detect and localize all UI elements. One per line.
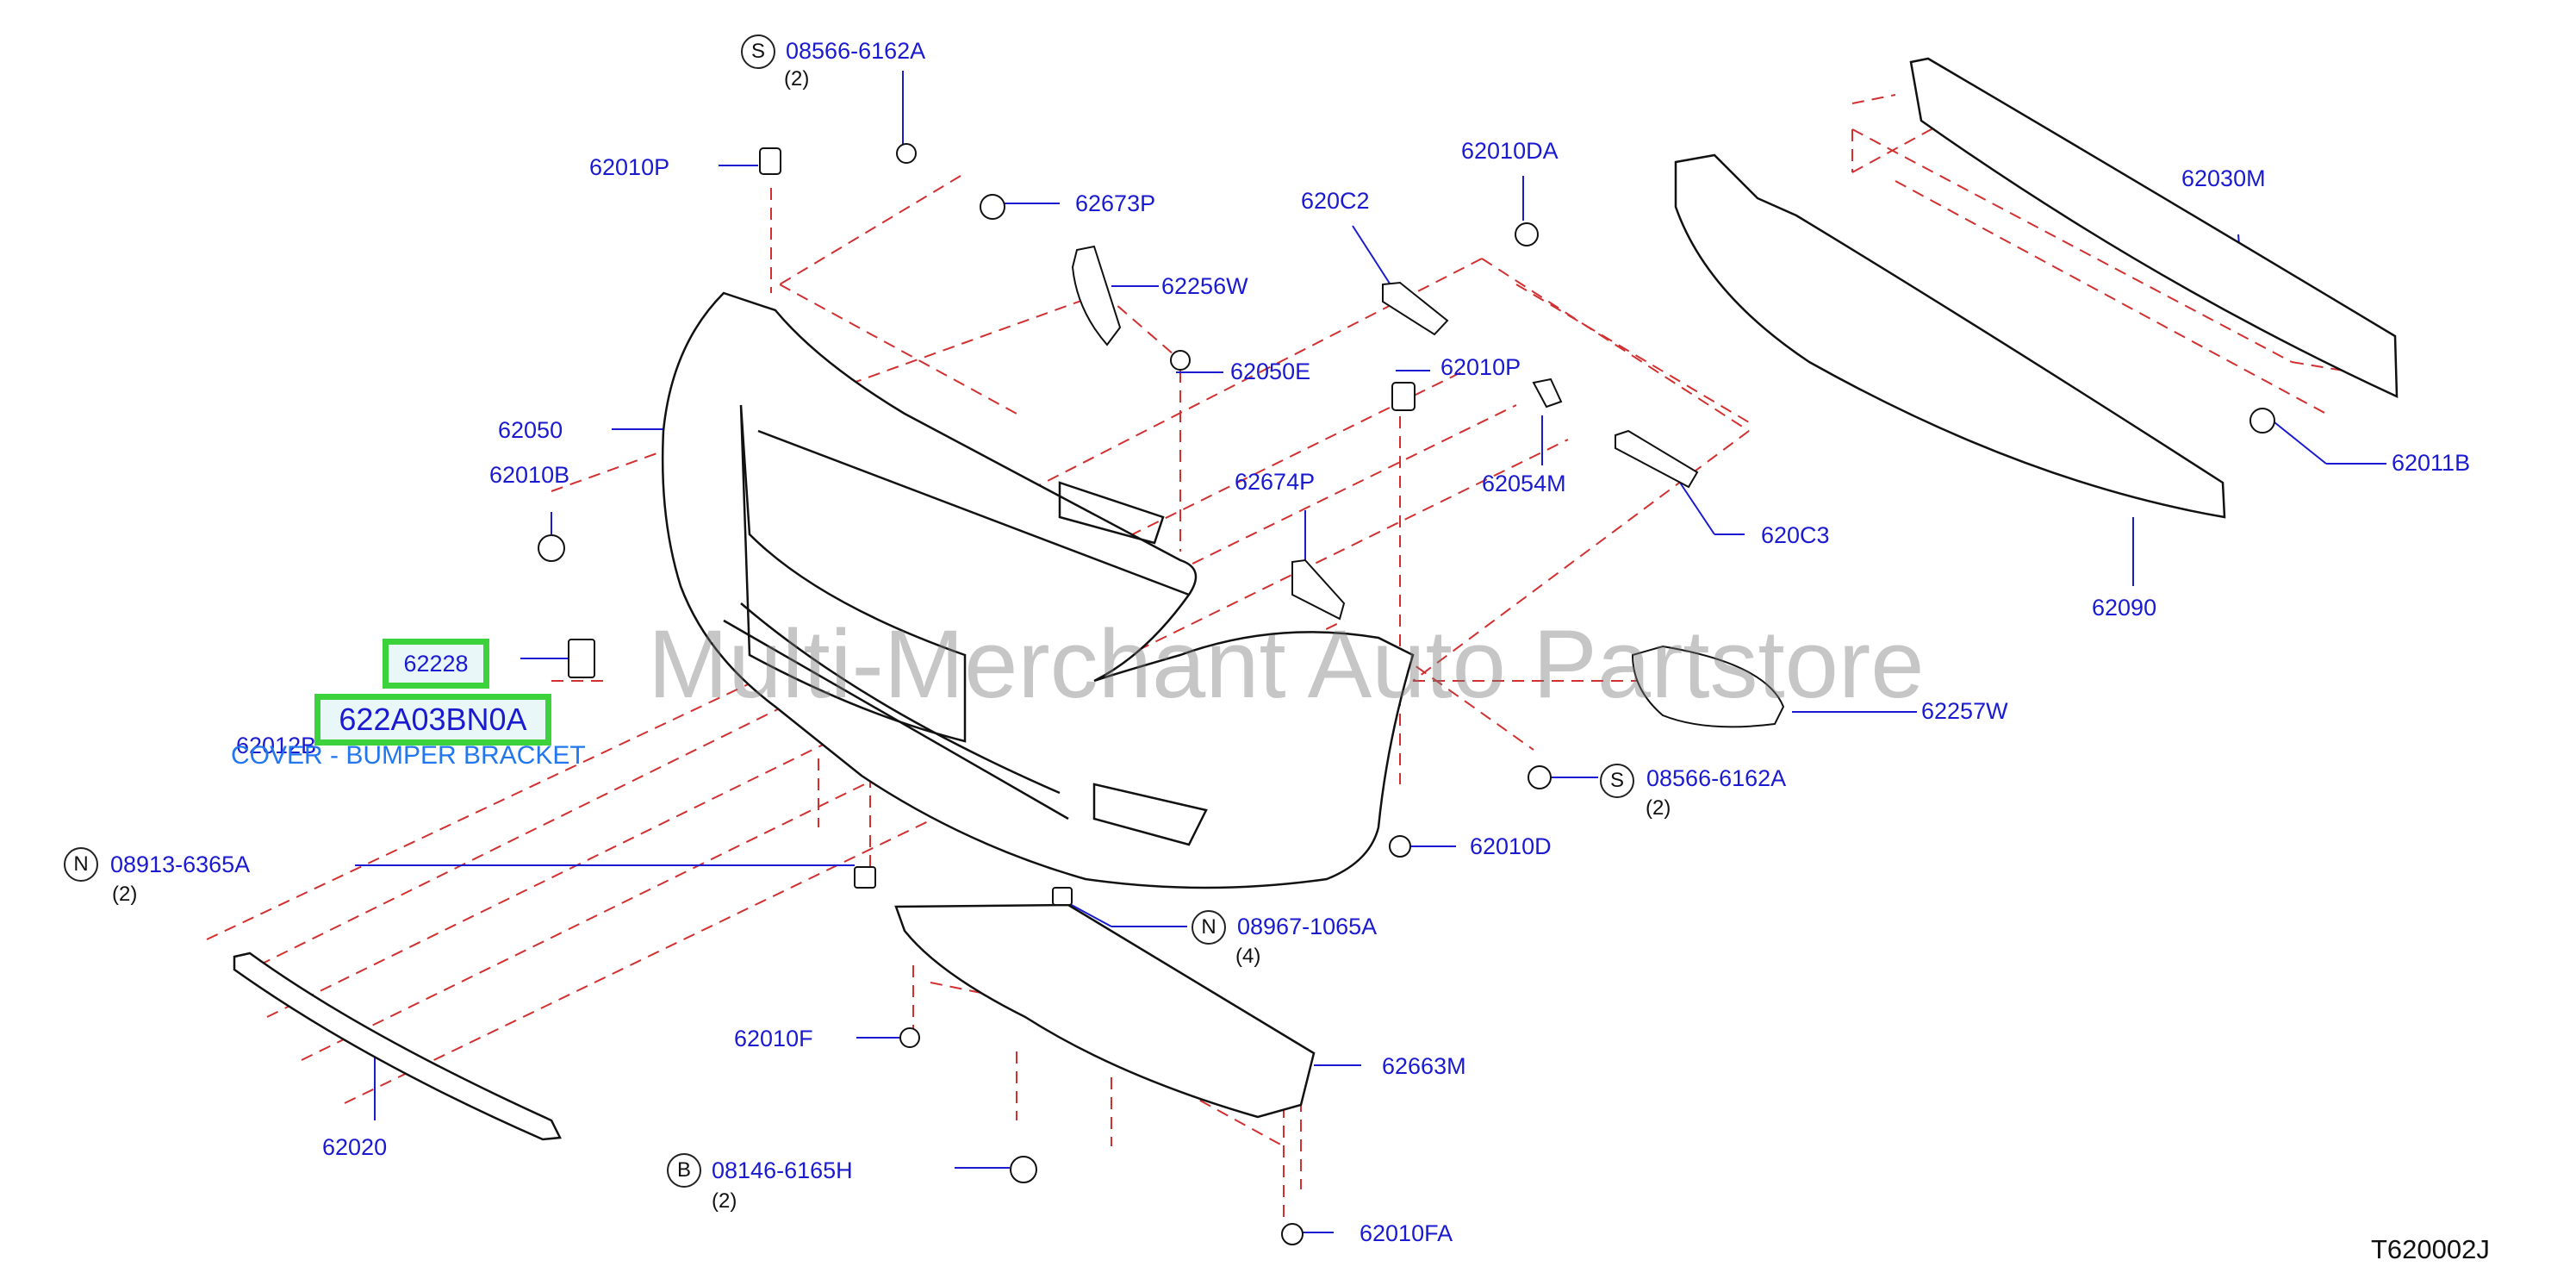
part-label-62011B[interactable]: 62011B bbox=[2392, 450, 2471, 476]
symbol-n-right: N bbox=[1192, 910, 1226, 945]
part-label-620C2[interactable]: 620C2 bbox=[1301, 188, 1370, 214]
part-label-62010F[interactable]: 62010F bbox=[734, 1026, 813, 1051]
part-label-08146-6165H[interactable]: 08146-6165H bbox=[712, 1157, 853, 1183]
hardware-fasteners bbox=[413, 143, 2275, 1245]
qty-08566-top: (2) bbox=[784, 67, 810, 90]
qty-08146: (2) bbox=[712, 1189, 737, 1213]
part-label-62050E[interactable]: 62050E bbox=[1230, 359, 1311, 384]
bracket-62674P bbox=[1291, 558, 1346, 621]
part-description: COVER - BUMPER BRACKET bbox=[231, 741, 586, 770]
part-label-62030M[interactable]: 62030M bbox=[2181, 165, 2266, 191]
highlighted-part-62228[interactable]: 62228 bbox=[383, 639, 489, 689]
energy-absorber-62090 bbox=[1674, 153, 2226, 519]
part-label-62257W[interactable]: 62257W bbox=[1921, 698, 2008, 724]
part-label-620C3[interactable]: 620C3 bbox=[1761, 522, 1830, 548]
part-label-62012B[interactable]: 62012B bbox=[236, 733, 317, 758]
diagram-code: T620002J bbox=[2371, 1234, 2490, 1264]
part-label-62050[interactable]: 62050 bbox=[498, 417, 563, 443]
part-label-62090[interactable]: 62090 bbox=[2092, 595, 2157, 621]
part-label-62256W[interactable]: 62256W bbox=[1161, 273, 1248, 299]
front-bumper-fascia bbox=[661, 291, 1415, 889]
part-label-62673P[interactable]: 62673P bbox=[1075, 190, 1156, 216]
part-label-62663M[interactable]: 62663M bbox=[1382, 1053, 1466, 1079]
bracket-620C3 bbox=[1615, 429, 1699, 489]
qty-08566-mid: (2) bbox=[1646, 796, 1671, 820]
clip-62054M bbox=[1532, 377, 1563, 409]
part-label-62010P-b[interactable]: 62010P bbox=[1440, 354, 1521, 380]
part-label-08967-1065A[interactable]: 08967-1065A bbox=[1237, 914, 1378, 939]
part-label-62010D[interactable]: 62010D bbox=[1470, 833, 1552, 859]
part-label-62010DA[interactable]: 62010DA bbox=[1461, 138, 1559, 164]
qty-08913: (2) bbox=[112, 883, 138, 906]
grille-strip-62020 bbox=[233, 951, 562, 1141]
part-label-08566-6162A-mid[interactable]: 08566-6162A bbox=[1646, 765, 1787, 791]
fog-lamp-finisher-62257W bbox=[1631, 645, 1785, 728]
part-label-62010B[interactable]: 62010B bbox=[489, 462, 570, 488]
highlighted-part-number[interactable]: 622A03BN0A bbox=[314, 694, 551, 746]
bracket-620C2 bbox=[1382, 281, 1449, 336]
symbol-s-top: S bbox=[741, 34, 775, 69]
undercover-62663M bbox=[894, 903, 1316, 1119]
symbol-n-left: N bbox=[64, 847, 98, 882]
part-label-62674P[interactable]: 62674P bbox=[1235, 469, 1316, 495]
part-label-62010P-a[interactable]: 62010P bbox=[589, 154, 670, 180]
part-label-08913-6365A[interactable]: 08913-6365A bbox=[110, 852, 251, 877]
symbol-s-mid: S bbox=[1600, 764, 1634, 798]
qty-08967: (4) bbox=[1235, 945, 1261, 968]
part-label-08566-6162A-top[interactable]: 08566-6162A bbox=[786, 38, 926, 64]
symbol-b-bottom: B bbox=[667, 1153, 701, 1188]
fog-lamp-finisher-62256W bbox=[1071, 245, 1122, 346]
part-label-62010FA[interactable]: 62010FA bbox=[1360, 1220, 1453, 1246]
part-label-62054M[interactable]: 62054M bbox=[1482, 471, 1566, 496]
leader-lines bbox=[355, 71, 2386, 1233]
part-label-62020[interactable]: 62020 bbox=[322, 1134, 388, 1160]
reinforcement-62030M bbox=[1909, 57, 2399, 398]
